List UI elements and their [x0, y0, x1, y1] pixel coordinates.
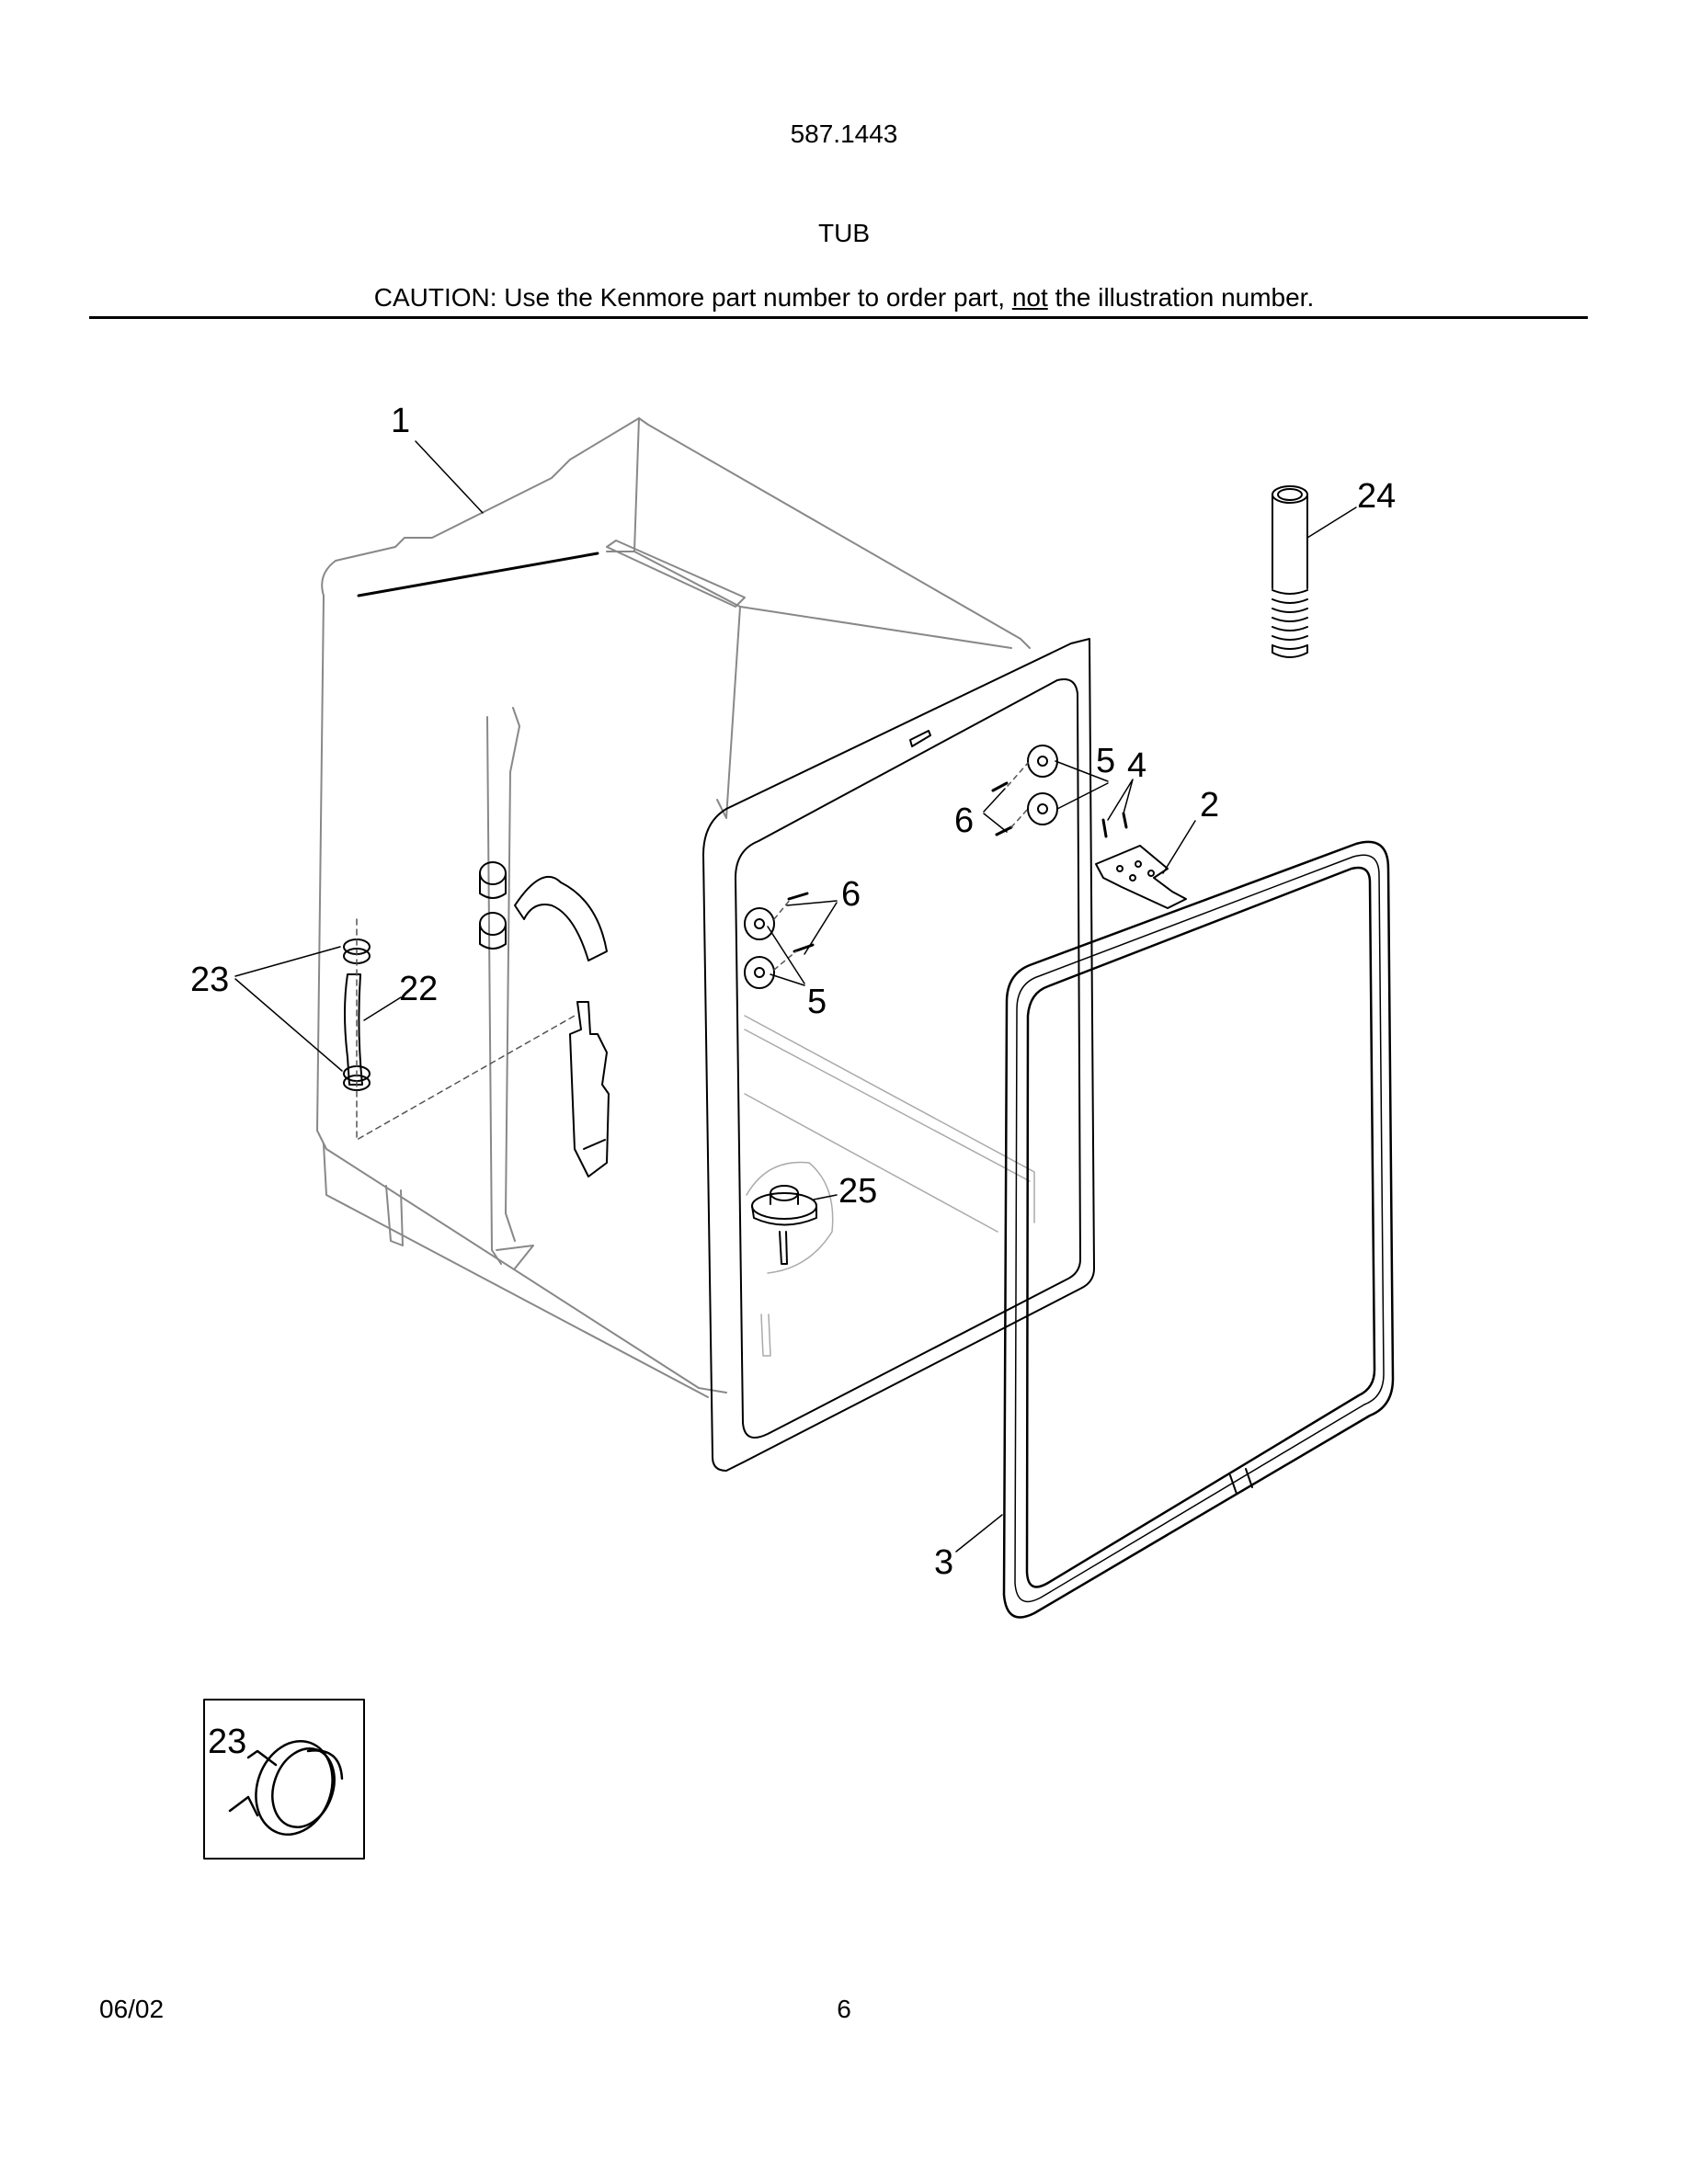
model-number: 587.1443	[790, 119, 898, 148]
door-gasket-3	[1002, 840, 1395, 1619]
tub-body	[316, 417, 1031, 1398]
side-fittings	[479, 861, 610, 1177]
caution-prefix: CAUTION: Use the Kenmore part number to …	[373, 283, 1012, 312]
callout-5-left: 5	[807, 983, 827, 1021]
footer-date: 06/02	[99, 1995, 165, 2023]
tub-interior	[744, 1015, 1035, 1357]
leader-lines	[234, 440, 1357, 1553]
caution-suffix: the illustration number.	[1047, 283, 1315, 312]
callout-23-inset: 23	[208, 1723, 246, 1761]
clamp-detail-inset	[203, 1699, 365, 1860]
callout-24: 24	[1357, 477, 1396, 516]
bracket-2	[1095, 812, 1187, 909]
grommets-right	[991, 745, 1058, 836]
caution-emphasis: not	[1011, 283, 1048, 312]
grommets-left	[744, 892, 815, 989]
footer-page-number: 6	[837, 1995, 851, 2023]
callout-6-left: 6	[841, 875, 861, 914]
tub-top-edge	[357, 552, 599, 597]
fill-tube-24	[1272, 485, 1308, 658]
section-title: TUB	[818, 219, 870, 247]
callout-22: 22	[399, 970, 438, 1008]
callout-5-right: 5	[1096, 742, 1115, 780]
callout-25: 25	[838, 1172, 877, 1211]
tub-front-frame	[702, 638, 1095, 1472]
float-assembly-25	[751, 1185, 817, 1265]
callout-6-right: 6	[954, 802, 974, 840]
caution-note: CAUTION: Use the Kenmore part number to …	[0, 283, 1688, 313]
callout-4: 4	[1127, 746, 1146, 785]
dashed-guide	[356, 918, 576, 1141]
callout-23: 23	[190, 961, 229, 999]
callout-3: 3	[934, 1543, 953, 1582]
callout-2: 2	[1200, 786, 1219, 825]
header-rule	[89, 316, 1588, 319]
callout-1: 1	[391, 402, 410, 440]
screw-guides	[773, 762, 1029, 971]
